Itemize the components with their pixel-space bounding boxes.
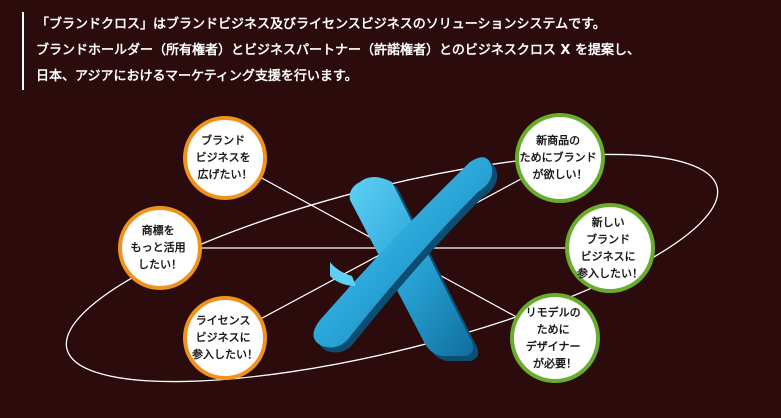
left-circle-1: ブランド ビジネスを 広げたい！ <box>183 116 267 200</box>
svg-text:新しい ブランド ビジネスに: 新しい ブランド ビジネスに 参入したい！ <box>577 215 643 280</box>
right-circle-2: 新しい ブランド ビジネスに 参入したい！ <box>565 203 655 293</box>
svg-text:新商品の ためにブランド が欲しい！: 新商品の ためにブランド が欲しい！ <box>520 133 601 181</box>
svg-text:商標を もっと活用 したい！: 商標を もっと活用 したい！ <box>131 223 190 271</box>
intro-line-3: 日本、アジアにおけるマーケティング支援を行います。 <box>36 69 358 84</box>
left-circle-3: ライセンス ビジネスに 参入したい！ <box>183 296 267 380</box>
svg-text:ブランド ビジネスを 広げたい！: ブランド ビジネスを 広げたい！ <box>196 133 255 181</box>
right-circle-1: 新商品の ためにブランド が欲しい！ <box>515 113 605 203</box>
intro-line-2: ブランドホールダー（所有権者）とビジネスパートナー（許諾権者）とのビジネスクロス… <box>36 43 640 58</box>
right-circle-3: リモデルの ために デザイナー が必要！ <box>510 293 600 383</box>
svg-text:リモデルの ために デザイナー: リモデルの ために デザイナー が必要！ <box>526 305 585 370</box>
center-x-mark <box>313 157 498 361</box>
intro-line-1: 「ブランドクロス」はブランドビジネス及びライセンスビジネスのソリューションシステ… <box>36 17 606 32</box>
intro-text-block: 「ブランドクロス」はブランドビジネス及びライセンスビジネスのソリューションシステ… <box>22 12 776 90</box>
left-circle-2: 商標を もっと活用 したい！ <box>118 206 202 290</box>
svg-text:ライセンス ビジネスに 参入したい！: ライセンス ビジネスに 参入したい！ <box>192 314 258 361</box>
